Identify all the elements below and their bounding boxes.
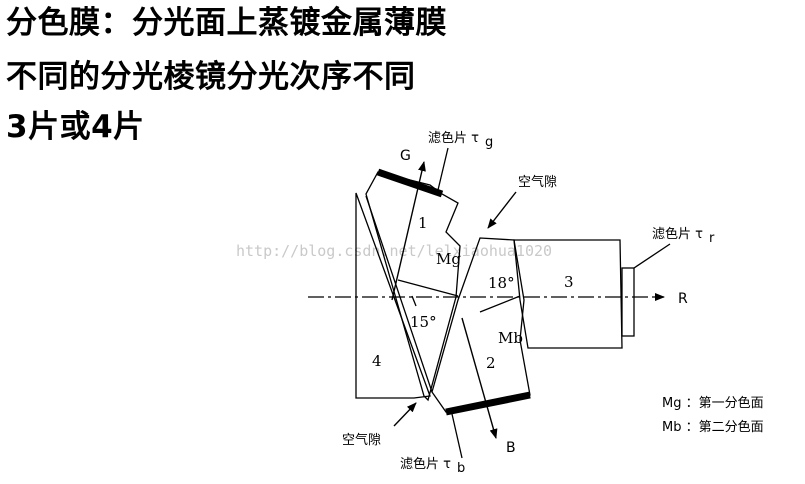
angle-15-tick [411,295,417,307]
watermark-text: http://blog.csdn.net/lelxiaohua1020 [236,242,552,260]
air-gap-bottom-pointer [393,402,417,427]
heading-line-1: 分色膜：分光面上蒸镀金属薄膜 [6,5,447,41]
air-gap-4-line [365,195,433,393]
legend-mb: Mb ：第二分色面 [662,419,764,435]
prism-3 [513,239,623,349]
air-gap-bottom-label: 空气隙 [342,432,381,448]
heading-line-2: 不同的分光棱镜分光次序不同 [6,59,416,95]
legend-mg: Mg ：第一分色面 [662,395,764,411]
filter-g-label: 滤色片 τ [428,130,479,146]
air-gap-top-label: 空气隙 [518,174,557,190]
mg-label: Mg [436,250,461,268]
angle-15-mark [397,279,459,297]
filter-b-strip [445,391,531,416]
filter-g-strip [376,168,444,198]
heading-line-3: 3片或4片 [6,109,145,145]
filter-g-sub: g [485,135,493,150]
filter-b-label: 滤色片 τ [400,456,451,472]
filter-g-leader [437,147,449,191]
filter-r [621,267,635,337]
air-gap-top-pointer [487,191,517,229]
angle-15-label: 15° [410,313,437,331]
angle-18-label: 18° [488,274,515,292]
label-r: R [678,291,688,307]
prism-1-label: 1 [418,214,428,232]
prism-4 [355,192,431,399]
g-ray [391,161,426,301]
filter-r-leader [633,243,671,269]
prism-2-label: 2 [486,354,496,372]
filter-b-leader [451,413,463,459]
filter-b-sub: b [457,461,465,476]
angle-18-mark [479,295,521,313]
b-ray [461,317,498,439]
label-g: G [400,148,411,164]
filter-r-label: 滤色片 τ [652,226,703,242]
label-b: B [506,440,516,456]
mb-label: Mb [498,329,523,347]
filter-r-sub: r [709,231,715,246]
prism-4-label: 4 [372,352,382,370]
prism-3-label: 3 [564,273,574,291]
